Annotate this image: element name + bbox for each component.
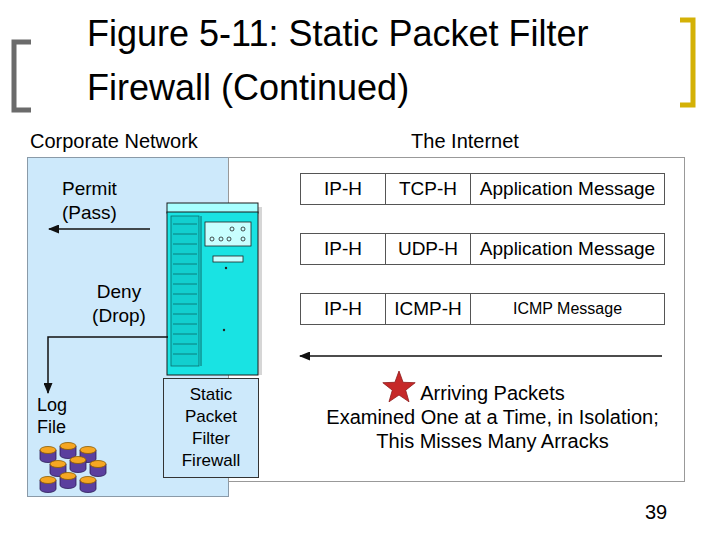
packet-field: TCP-H	[385, 173, 471, 205]
field-text: TCP-H	[399, 178, 457, 200]
wrap-spacer	[575, 381, 665, 403]
field-text: IP-H	[324, 298, 362, 320]
page-number: 39	[645, 501, 667, 523]
packet-field: Application Message	[470, 173, 665, 205]
packet-field: ICMP-H	[385, 293, 471, 325]
field-text: ICMP-H	[394, 298, 462, 320]
slide-title: Figure 5-11: Static Packet Filter Firewa…	[87, 7, 647, 115]
packet-field: IP-H	[300, 233, 386, 265]
packet-field: ICMP Message	[470, 293, 665, 325]
annotation-text: Arriving Packets Examined One at a Time,…	[326, 382, 658, 452]
right-bracket	[680, 20, 693, 105]
label-block: Permit (Pass)	[62, 177, 137, 225]
firewall-label-box: Static Packet Filter Firewall	[163, 378, 259, 478]
packet-field: IP-H	[300, 293, 386, 325]
action-label: Permit (Pass)	[62, 178, 117, 223]
packet-field: Application Message	[470, 233, 665, 265]
packet-field: IP-H	[300, 173, 386, 205]
field-text: IP-H	[324, 238, 362, 260]
packet-field: UDP-H	[385, 233, 471, 265]
label-block: Log File	[37, 394, 82, 438]
field-text: Application Message	[480, 178, 655, 200]
action-label: Deny (Drop)	[92, 281, 146, 326]
box-text: Static Packet Filter Firewall	[167, 384, 255, 472]
left-bracket	[14, 42, 31, 110]
label-block: Deny (Drop)	[79, 280, 159, 328]
field-text: UDP-H	[398, 238, 458, 260]
field-text: Application Message	[480, 238, 655, 260]
region-heading: The Internet	[405, 129, 525, 153]
wrap-spacer	[320, 381, 410, 403]
region-heading: Corporate Network	[30, 129, 198, 153]
field-text: ICMP Message	[513, 298, 622, 320]
label-block: 39	[636, 500, 676, 524]
storage-label: Log File	[37, 395, 67, 437]
field-text: IP-H	[324, 178, 362, 200]
label-block: Arriving Packets Examined One at a Time,…	[320, 381, 665, 453]
